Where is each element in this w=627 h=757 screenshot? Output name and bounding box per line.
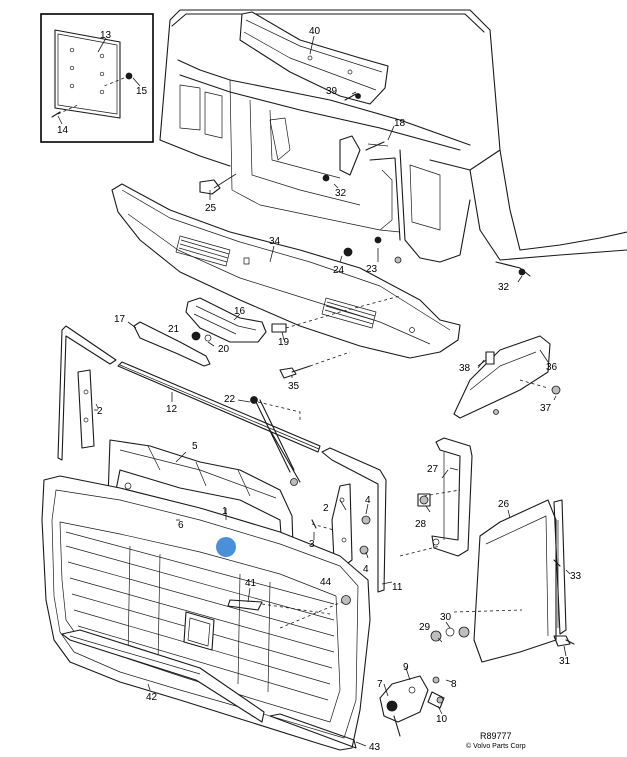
- callout-24: 24: [333, 265, 345, 276]
- callout-21: 21: [168, 324, 180, 335]
- misc-fasteners: [95, 91, 557, 691]
- trim-strip-17: [127, 321, 211, 367]
- screw-31: [553, 635, 575, 657]
- cab-front-frame: [159, 9, 627, 277]
- bolt-35: [279, 351, 351, 379]
- callout-20: 20: [218, 344, 230, 355]
- callout-23: 23: [366, 264, 378, 275]
- callout-27: 27: [427, 464, 439, 475]
- callout-28: 28: [415, 519, 427, 530]
- corner-panel-36: [453, 335, 561, 419]
- inset-plate-detail: [40, 13, 154, 143]
- callout-11: 11: [392, 582, 403, 593]
- front-grille-1: [41, 475, 371, 751]
- corner-panel-26: [473, 499, 557, 663]
- upper-panel-40: [239, 11, 389, 105]
- callout-15: 15: [136, 86, 148, 97]
- callout-1: 1: [222, 506, 228, 517]
- front-panel-34: [111, 183, 461, 359]
- callout-2-left: 2: [97, 406, 103, 417]
- callout-3: 3: [309, 539, 315, 550]
- washer-30: [445, 621, 470, 638]
- callout-34: 34: [269, 236, 281, 247]
- latch-assembly-7-10: [379, 667, 453, 737]
- callout-2-right: 2: [323, 503, 329, 514]
- callout-10: 10: [436, 714, 448, 725]
- callout-32-upper: 32: [335, 188, 347, 199]
- callout-35: 35: [288, 381, 300, 392]
- callout-25: 25: [205, 203, 217, 214]
- callout-33: 33: [570, 571, 582, 582]
- lower-strip-42: [61, 629, 265, 723]
- side-strip-33: [553, 499, 571, 635]
- callout-17: 17: [114, 314, 126, 325]
- callout-19: 19: [278, 337, 290, 348]
- gas-strut-22: [250, 396, 301, 486]
- drawing-reference: R89777: [480, 731, 512, 741]
- callout-42: 42: [146, 692, 158, 703]
- copyright-text: © Volvo Parts Corp: [466, 742, 526, 750]
- nut-44: [279, 595, 351, 629]
- callout-32-right: 32: [498, 282, 510, 293]
- callout-4-lower: 4: [363, 564, 369, 575]
- bracket-16: [185, 297, 267, 343]
- callout-5: 5: [192, 441, 198, 452]
- bottom-trim-43: [269, 713, 367, 749]
- side-seal-left: [57, 325, 117, 461]
- callout-13: 13: [100, 30, 112, 41]
- weather-strip-12: [117, 361, 321, 453]
- trim-41: [227, 587, 331, 615]
- bracket-27: [417, 437, 473, 557]
- callout-14: 14: [57, 125, 69, 136]
- callout-36: 36: [546, 362, 558, 373]
- callout-41: 41: [245, 578, 257, 589]
- callout-6: 6: [178, 520, 184, 531]
- screw-15-icon: [125, 72, 133, 80]
- callout-39: 39: [326, 86, 338, 97]
- callout-12: 12: [166, 404, 178, 415]
- callout-26: 26: [498, 499, 510, 510]
- callout-43: 43: [369, 742, 381, 753]
- callout-labels: 1 2 2 3 4 4 5 6 7 8 9 10 11 12 13 14 15 …: [57, 26, 582, 753]
- callout-18: 18: [394, 118, 406, 129]
- callout-22: 22: [224, 394, 236, 405]
- callout-44: 44: [320, 577, 332, 588]
- callout-40: 40: [309, 26, 321, 37]
- callout-38: 38: [459, 363, 471, 374]
- callout-7: 7: [377, 679, 383, 690]
- callout-31: 31: [559, 656, 571, 667]
- callout-16: 16: [234, 306, 246, 317]
- callout-37: 37: [540, 403, 552, 414]
- callout-29: 29: [419, 622, 431, 633]
- bolt-28-icon: [417, 493, 431, 507]
- callout-8: 8: [451, 679, 457, 690]
- callout-4-upper: 4: [365, 495, 371, 506]
- fasteners-19-20-21: [191, 295, 401, 347]
- screw-14-icon: [51, 111, 61, 118]
- callout-30: 30: [440, 612, 452, 623]
- side-seal-right-11: [321, 447, 393, 593]
- air-vent-left-icon: [175, 235, 231, 267]
- selected-part-marker[interactable]: [216, 537, 236, 557]
- callout-9: 9: [403, 662, 409, 673]
